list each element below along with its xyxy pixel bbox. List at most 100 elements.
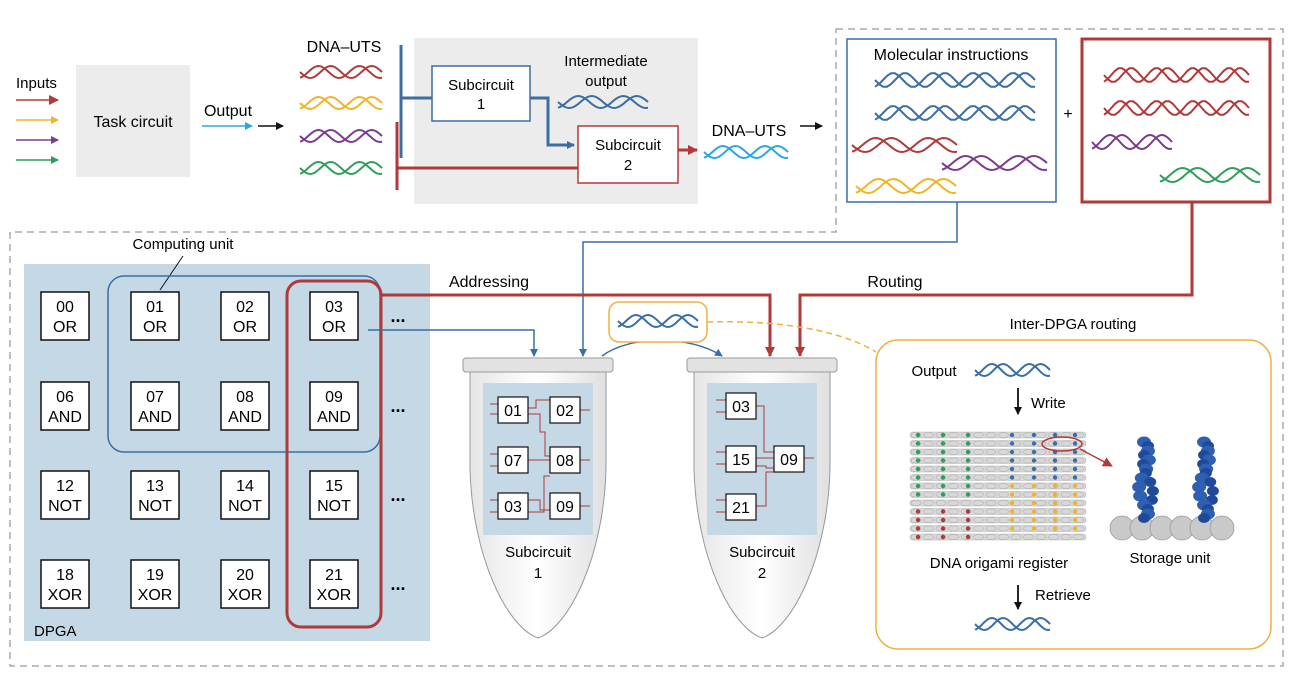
dpga-label: DPGA [34,623,77,640]
origami-segment [935,440,947,447]
instr-red-a [851,136,958,154]
origami-staple-dot [1031,500,1037,506]
instr-blue-2-a [874,105,1036,121]
dpga-ellipsis: ... [390,396,405,416]
origami-segment [1060,440,1072,447]
origami-segment [923,457,934,464]
origami-segment [910,483,922,489]
computing-unit-pointer [159,255,184,291]
tube1-cell-box [549,492,581,520]
origami-staple-dot [1072,458,1078,463]
subcircuit1-label-line1: Subcircuit [448,77,515,94]
origami-segment [973,466,984,472]
tube1-cell-label: 03 [504,499,522,516]
origami-segment [998,449,1009,455]
dpga-cell-gate: XOR [228,587,263,604]
dpga-cell-box [220,381,270,431]
origami-staple-dot [1052,466,1058,472]
retrieve-strand-a [974,616,1051,632]
column-to-tube2-line [381,293,775,357]
tube1-cell-label: 07 [504,453,522,470]
origami-staple-dot [940,449,946,455]
origami-segment [960,508,972,515]
origami-staple-dot [965,475,971,480]
origami-segment [1048,500,1059,506]
origami-helix [909,457,1087,464]
dpga-cell-id: 00 [56,299,74,316]
dpga-ellipsis: ... [390,485,405,505]
origami-segment [1048,508,1059,515]
origami-segment [910,517,922,523]
dna-origami-register [909,431,1087,541]
inter-output-label: Output [911,363,957,380]
origami-staple-dot [1031,492,1037,497]
origami-staple-dot [915,483,921,489]
origami-staple-dot [940,441,946,446]
origami-staple-dot [1009,475,1015,480]
origami-staple-dot [1052,509,1058,514]
origami-staple-dot [940,526,946,531]
dpga-cell-id: 21 [325,567,343,584]
instr-red-b [851,136,958,154]
origami-segment [1048,534,1059,540]
origami-segment [923,491,934,498]
tube2-cell-box [725,493,757,521]
dna-uts-strand-1-b [299,95,383,111]
dpga-cell-id: 18 [56,567,74,584]
origami-helix [909,448,1087,456]
task-circuit-label: Task circuit [93,114,173,131]
dpga-cell-box [220,470,270,520]
origami-staple-dot [1031,517,1037,523]
storage-helix-bead [1144,477,1157,487]
computing-unit-label: Computing unit [133,236,235,253]
tube1-cell-box [497,492,529,520]
tube1-cell-label: 02 [556,403,574,420]
origami-segment [948,508,959,515]
inter-output-strand-b [974,362,1051,378]
origami-segment [948,500,959,506]
storage-helix-bead [1132,481,1147,493]
tube2-wire [756,405,774,453]
origami-segment [923,508,934,515]
tube1-wire [528,413,550,457]
origami-helix [909,516,1087,524]
origami-segment [998,491,1009,498]
origami-staple-dot [940,483,946,489]
origami-segment [1048,474,1059,481]
subcircuit1-box [431,65,531,122]
origami-segment [923,449,934,455]
origami-segment [910,500,922,506]
task-circuit-box [76,65,190,177]
origami-segment [960,517,972,523]
origami-staple-dot [1072,509,1078,514]
origami-segment [973,525,984,532]
origami-segment [960,466,972,472]
origami-helix [909,533,1087,541]
dna-uts-left-label: DNA–UTS [307,39,382,56]
origami-segment [948,466,959,472]
origami-staple-dot [1009,492,1015,497]
origami-staple-dot [1072,475,1078,480]
tube2-cell-box [725,445,757,473]
origami-segment [1048,457,1059,464]
subcircuit1-label-line2: 1 [477,96,485,113]
origami-staple-dot [1052,526,1058,531]
origami-segment [998,534,1009,540]
origami-segment [1035,534,1047,540]
routing-label: Routing [867,274,922,291]
origami-segment [998,525,1009,532]
origami-staple-dot [940,475,946,480]
origami-helix [909,465,1087,473]
instructions-to-tube1-line [579,202,958,357]
origami-segment [948,483,959,489]
dpga-cell-box [130,381,180,431]
origami-segment [960,534,972,540]
tube1-cell-box [497,446,529,474]
origami-segment [1060,491,1072,498]
tube2-cell-box [725,392,757,420]
output-label: Output [204,103,253,120]
origami-segment [998,457,1009,464]
